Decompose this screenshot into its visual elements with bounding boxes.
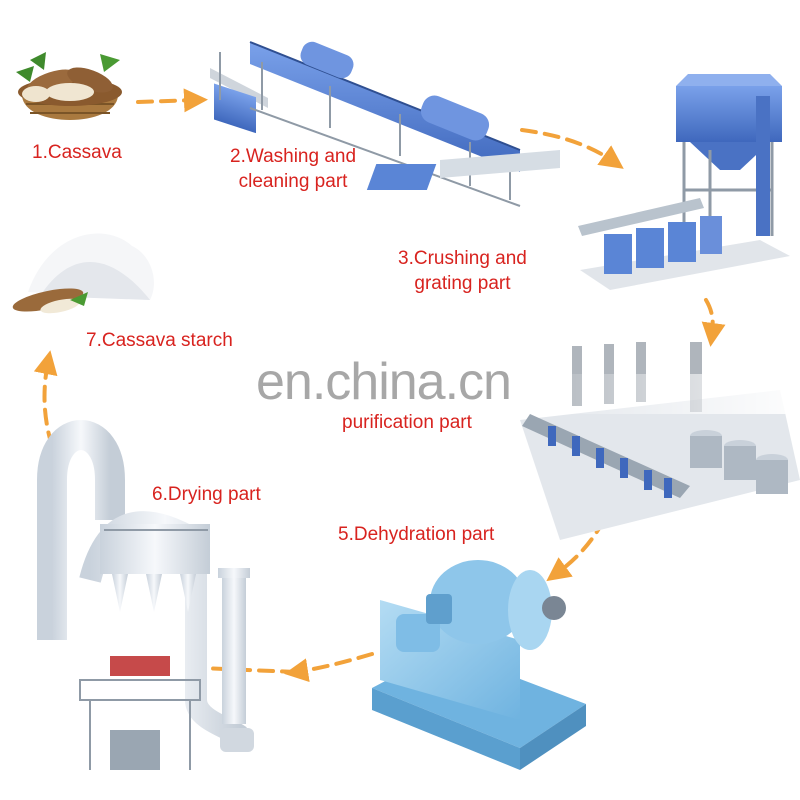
dehydration-machine-icon (372, 560, 586, 770)
crushing-machine-icon (578, 74, 790, 290)
arrow-crushing-to-purification (701, 298, 726, 347)
flash-dryer-icon (37, 420, 254, 770)
step-5-label: 5.Dehydration part (338, 524, 495, 545)
purification-plant-icon (520, 342, 800, 540)
arrow-dehydration-to-drying (284, 652, 374, 683)
arrow-drying-to-starch (33, 350, 58, 448)
step-7-label: 7.Cassava starch (86, 330, 233, 351)
step-6-label: 6.Drying part (152, 484, 261, 505)
watermark: en.china.cn (256, 353, 512, 411)
cassava-basket-icon (16, 52, 122, 120)
step-3-label: 3.Crushing and grating part (398, 248, 527, 294)
step-1-label: 1.Cassava (32, 142, 122, 163)
step-4-label: purification part (342, 412, 472, 433)
arrow-cassava-to-washing (136, 88, 208, 113)
washing-line-icon (210, 41, 560, 207)
arrow-drying-connector (198, 666, 298, 674)
starch-powder-icon (12, 233, 154, 314)
watermark-fade (560, 374, 800, 414)
step-2-label: 2.Washing and cleaning part (230, 146, 357, 192)
arrow-washing-to-crushing (520, 128, 624, 169)
